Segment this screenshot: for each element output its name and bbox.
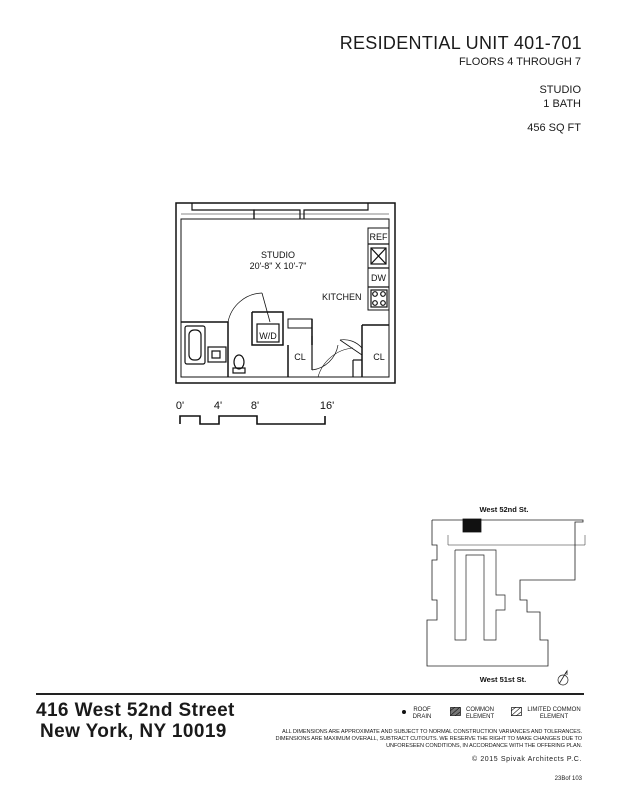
kitchen-counter — [367, 227, 390, 311]
outer-wall — [175, 202, 396, 384]
address-city: New York, NY 10019 — [40, 721, 227, 742]
vanity-sink-icon — [207, 346, 227, 363]
bottom-rule — [36, 693, 584, 695]
south-street-label: West 51st St. — [480, 675, 527, 684]
limited-common-element-swatch — [511, 707, 522, 716]
address-street: 416 West 52nd Street — [36, 700, 235, 721]
closet-1-label: CL — [294, 352, 306, 362]
washer-dryer-closet — [251, 311, 284, 346]
scale-label-16: 16' — [320, 400, 334, 412]
disclaimer: ALL DIMENSIONS ARE APPROXIMATE AND SUBJE… — [275, 729, 583, 749]
unit-area: 456 SQ FT — [527, 122, 581, 134]
unit-floors: FLOORS 4 THROUGH 7 — [458, 56, 581, 68]
unit-type: STUDIO — [539, 84, 581, 96]
cooktop-icon — [370, 289, 388, 308]
bathtub-icon — [184, 325, 206, 365]
page-number: 23Bof 103 — [554, 776, 582, 782]
window-bay-3 — [303, 203, 369, 219]
scale-bar: 0' 4' 8' 16' — [176, 400, 334, 425]
ref-label: REF — [370, 232, 389, 242]
dw-label: DW — [371, 273, 386, 283]
legend-limited-common-element: LIMITED COMMON ELEMENT — [527, 707, 581, 720]
window-bay-1 — [191, 203, 255, 219]
toilet-icon — [233, 354, 245, 370]
unit-bath: 1 BATH — [543, 98, 581, 110]
window-bay-2 — [253, 209, 301, 219]
washer-dryer-label: W/D — [259, 331, 277, 341]
closet-1-door-arc — [311, 344, 339, 371]
room-name: STUDIO — [261, 250, 295, 260]
scale-label-0: 0' — [176, 400, 184, 412]
floor-plan-drawing: STUDIO 20'-8" X 10'-7" KITCHEN REF DW W/… — [175, 202, 586, 686]
legend-roof-drain: ROOF DRAIN — [412, 707, 432, 720]
closet-1-shelf — [287, 318, 313, 329]
room-dimensions: 20'-8" X 10'-7" — [250, 261, 307, 271]
closet-2-door-arc — [339, 339, 363, 349]
unit-title: RESIDENTIAL UNIT 401-701 — [339, 33, 582, 53]
north-arrow-icon — [557, 669, 569, 686]
legend-common-element: COMMON ELEMENT — [465, 707, 495, 720]
bath-door-arc — [227, 292, 263, 323]
scale-label-8: 8' — [251, 400, 259, 412]
north-street-label: West 52nd St. — [479, 505, 528, 514]
legend: ROOF DRAIN COMMON ELEMENT LIMITED COMMON… — [400, 705, 584, 725]
closet-2-label: CL — [373, 352, 385, 362]
copyright: © 2015 Spivak Architects P.C. — [472, 756, 582, 763]
sink-icon — [370, 247, 387, 265]
key-plan: West 52nd St. West 51st St. — [426, 505, 586, 686]
unit-location-marker — [462, 518, 482, 533]
roof-drain-icon — [402, 710, 406, 714]
unit-type-block: STUDIO 1 BATH — [539, 83, 581, 111]
scale-label-4: 4' — [214, 400, 222, 412]
common-element-swatch — [450, 707, 461, 716]
kitchen-label: KITCHEN — [322, 292, 362, 302]
